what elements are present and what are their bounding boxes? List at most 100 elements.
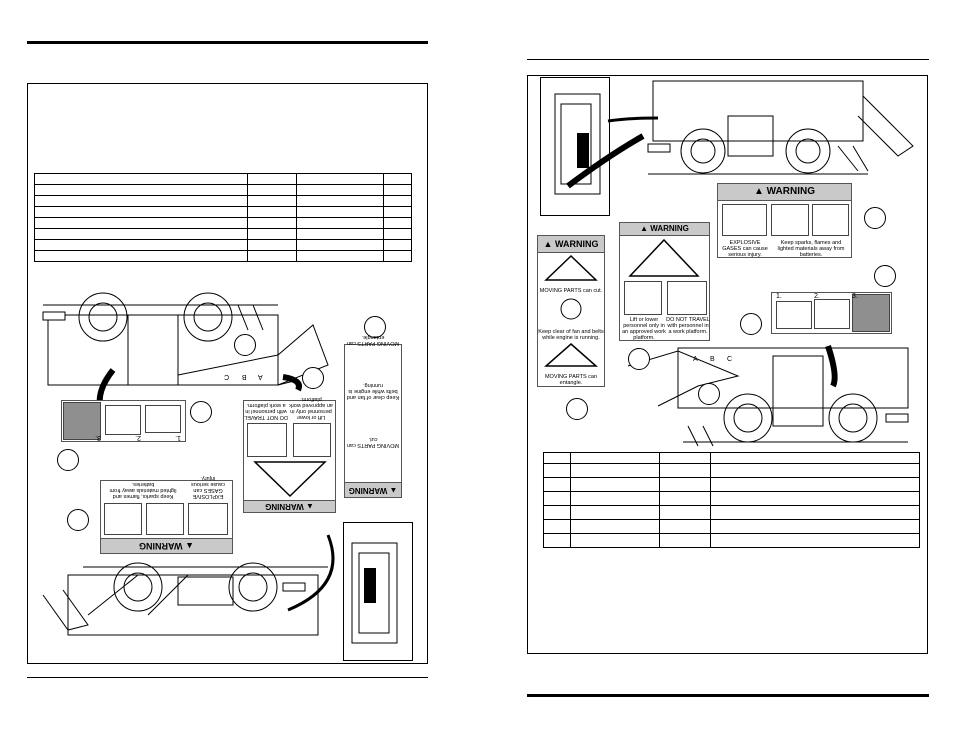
callout-circle [57,449,79,471]
right-figure-frame [527,75,928,654]
step-2-label: 2. [135,434,141,441]
no-travel-icon [247,423,287,457]
left-top-rule [27,41,428,44]
explosive-left-text: EXPLOSIVE GASES can cause serious injury… [191,475,225,499]
warning-header: ▲ WARNING [538,236,604,253]
table-row [34,206,412,218]
no-spark-icon [146,503,184,535]
callout-circle [190,401,212,423]
moving-parts-top-text: MOVING PARTS can cut. [539,288,603,294]
step2-icon [105,405,141,435]
battery-inset-right [540,77,610,216]
table-row [34,184,412,196]
battery-inset-drawing [554,93,601,195]
table-row [543,533,920,548]
table-row [34,239,412,251]
callout-circle [698,383,720,405]
platform-left-text: Lift or lower personnel only in an appro… [622,317,666,341]
table-row [543,505,920,520]
moving-parts-mid-text: Keep clear of fan and belts while engine… [346,382,400,400]
step-1-label: 1. [175,434,181,441]
no-flame-icon [104,503,142,535]
callout-circle [234,334,256,356]
crush-triangle-icon [253,461,327,498]
no-flame-icon [812,204,849,236]
warning-header: ▲ WARNING [345,482,401,497]
platform-warning-decal-inverted: ▲ WARNING Lift or lower personnel only i… [243,396,336,513]
moving-parts-mid-text: Keep clear of fan and belts while engine… [538,329,604,341]
fan-icon [560,298,582,320]
step1-icon [776,301,812,329]
platform-icon [624,281,662,315]
explosive-warning-decal-inverted: ▲ WARNING EXPLOSIVE GASES can cause seri… [100,475,233,554]
table-row [34,173,412,185]
moving-parts-top-text: MOVING PARTS can cut. [346,436,400,448]
step-1-label: 1. [776,293,782,300]
steps-decal: 1. 2. 3. [771,292,892,334]
fan-hand-icon [544,254,598,281]
boom-marker-c: C [224,373,230,380]
platform-icon [293,423,331,457]
left-bottom-rule [27,677,428,678]
table-row [543,452,920,464]
left-figure-frame [27,83,428,664]
steps-decal-inverted: 1. 2. 3. [61,400,186,442]
explosion-icon [722,204,767,236]
table-row [543,491,920,506]
right-decal-table [543,452,920,548]
callout-circle [628,348,650,370]
step-3-label: 3. [852,293,858,300]
table-row [543,463,920,478]
explosive-right-text: Keep sparks, flames and lighted material… [777,240,845,258]
step-3-label: 3. [95,434,101,441]
step3-icon [852,294,890,332]
crush-triangle-icon [628,238,700,277]
table-row [543,519,920,534]
platform-right-text: DO NOT TRAVEL with personnel in a work p… [666,317,710,335]
explosive-left-text: EXPLOSIVE GASES can cause serious injury… [722,240,768,258]
explosion-icon [188,503,228,535]
table-row [34,228,412,240]
callout-circle [302,367,324,389]
boom-marker-b: B [710,356,715,363]
callout-circle [67,509,89,531]
callout-circle [566,398,588,420]
table-row [34,217,412,229]
right-top-rule [527,59,929,60]
warning-header: ▲ WARNING [101,538,232,553]
left-decal-table [34,173,412,262]
boom-marker-b: B [242,373,247,380]
boom-marker-a: A [258,373,263,380]
no-travel-icon [667,281,707,315]
right-bottom-rule [527,694,929,697]
moving-parts-bottom-text: MOVING PARTS can entangle. [544,374,598,386]
callout-circle [864,207,886,229]
no-spark-icon [771,204,809,236]
platform-right-text: DO NOT TRAVEL with personnel in a work p… [244,402,288,420]
callout-circle [740,313,762,335]
platform-warning-decal: ▲ WARNING Lift or lower personnel only i… [619,222,710,341]
boom-marker-c: C [727,356,733,363]
explosive-warning-decal: ▲ WARNING EXPLOSIVE GASES can cause seri… [717,183,852,258]
callout-circle [874,265,896,287]
step2-icon [814,299,850,329]
callout-circle [364,316,386,338]
warning-header: ▲ WARNING [244,500,335,512]
table-row [543,477,920,492]
moving-parts-decal: ▲ WARNING MOVING PARTS can cut. Keep cle… [537,235,605,387]
step1-icon [145,405,181,433]
battery-inset-drawing [351,542,398,644]
table-row [34,250,412,262]
table-row [34,195,412,207]
moving-parts-decal-inverted: ▲ WARNING MOVING PARTS can cut. Keep cle… [344,334,402,498]
explosive-right-text: Keep sparks, flames and lighted material… [109,481,177,499]
warning-header: ▲ WARNING [620,223,709,236]
platform-left-text: Lift or lower personnel only in an appro… [289,396,333,420]
step-2-label: 2. [814,293,820,300]
boom-marker-a: A [693,356,698,363]
moving-parts-bottom-text: MOVING PARTS can entangle. [346,334,400,346]
cable-icon [544,343,598,367]
warning-header: ▲ WARNING [718,184,851,201]
right-machine-illustration [566,80,914,447]
battery-inset-left [343,522,413,661]
